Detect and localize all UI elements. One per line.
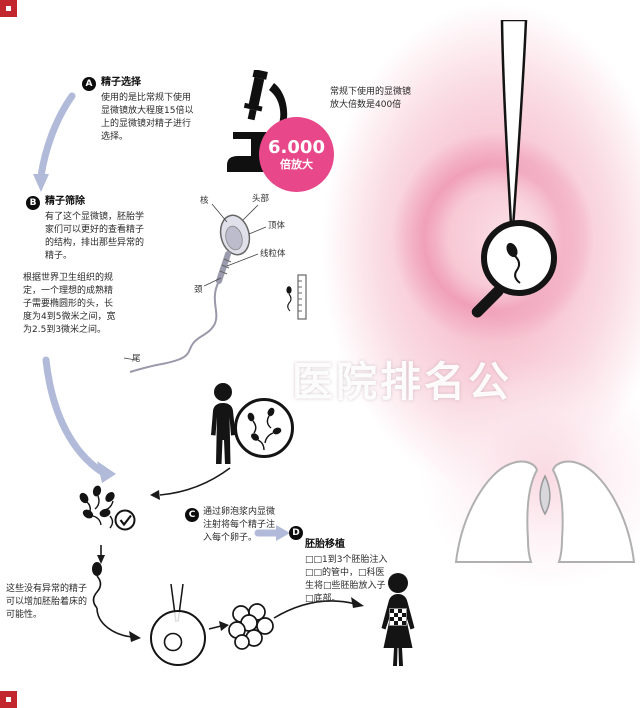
sperm-anatomy-diagram (123, 203, 267, 373)
arrowhead-cluster (97, 461, 116, 483)
magnification-badge: 6.000 倍放大 (259, 117, 334, 192)
label-nucleus: 核 (200, 196, 209, 206)
magnification-label: 倍放大 (280, 157, 313, 171)
magnifying-glass-icon (471, 220, 557, 318)
embryo-icon (228, 603, 274, 650)
label-neck: 颈 (194, 285, 203, 295)
selection-note: 这些没有异常的精子可以增加胚胎着床的可能性。 (6, 584, 88, 620)
uterus-left-wall (454, 460, 539, 563)
step-a-title: 精子选择 (101, 77, 141, 88)
step-a-body: 使用的是比常规下使用显微镜放大程度15倍以上的显微镜对精子进行选择。 (101, 93, 194, 142)
cervix-drop (539, 474, 551, 516)
micro-ruler-icon (286, 274, 307, 320)
step-b-body2: 根据世界卫生组织的规定，一个理想的成熟精子需要椭圆形的头，长度为4到5微米之间，… (23, 273, 116, 335)
arrow-dish-to-cluster (159, 467, 231, 496)
corner-marker-bottom-left (0, 691, 17, 708)
step-a-marker: A (82, 77, 96, 91)
check-icon (119, 514, 132, 527)
label-acrosome: 顶体 (268, 221, 286, 231)
step-c-marker: C (185, 508, 199, 522)
single-sperm-icon (92, 562, 102, 609)
arrow-a-to-b (37, 92, 76, 180)
microscope-note: 常规下使用的显微镜放大倍数是400倍 (330, 87, 412, 110)
step-d-marker: D (289, 526, 303, 540)
step-b-body1: 有了这个显微镜，胚胎学家们可以更好的查看精子的结构，排出那些异常的精子。 (45, 212, 145, 261)
sperm-cluster-icon (79, 485, 136, 531)
petri-dish-icon (234, 398, 294, 458)
step-d-title: 胚胎移植 (305, 539, 345, 550)
label-head: 头部 (252, 194, 270, 204)
watermark: 医院排名公 (292, 358, 512, 406)
label-tail: 尾 (132, 354, 141, 364)
step-b-title: 精子筛除 (45, 196, 85, 207)
arrow-b-to-cluster (42, 356, 106, 476)
arrow-sperm-to-egg (96, 607, 133, 638)
arrowhead-b (33, 174, 49, 192)
corner-marker-top-left (0, 0, 17, 17)
checker-badge (389, 608, 407, 626)
label-mitochondria: 线粒体 (260, 249, 286, 259)
step-c-body: 通过卵泡浆内显微注射将每个精子注入每个卵子。 (203, 507, 276, 543)
check-circle (114, 509, 136, 531)
step-b-marker: B (26, 196, 40, 210)
magnified-sperm-icon (506, 242, 518, 258)
man-icon (211, 383, 236, 464)
step-d-body: □□1到3个胚胎注入□□的管中，□科医生将□些胚胎放入子□底部。 (305, 555, 388, 604)
uterus-right-wall (551, 460, 636, 563)
sperm-tail-line (129, 280, 220, 373)
magnification-value: 6.000 (268, 136, 325, 158)
egg-injection-icon (150, 584, 206, 666)
uterus-illustration (454, 460, 636, 563)
